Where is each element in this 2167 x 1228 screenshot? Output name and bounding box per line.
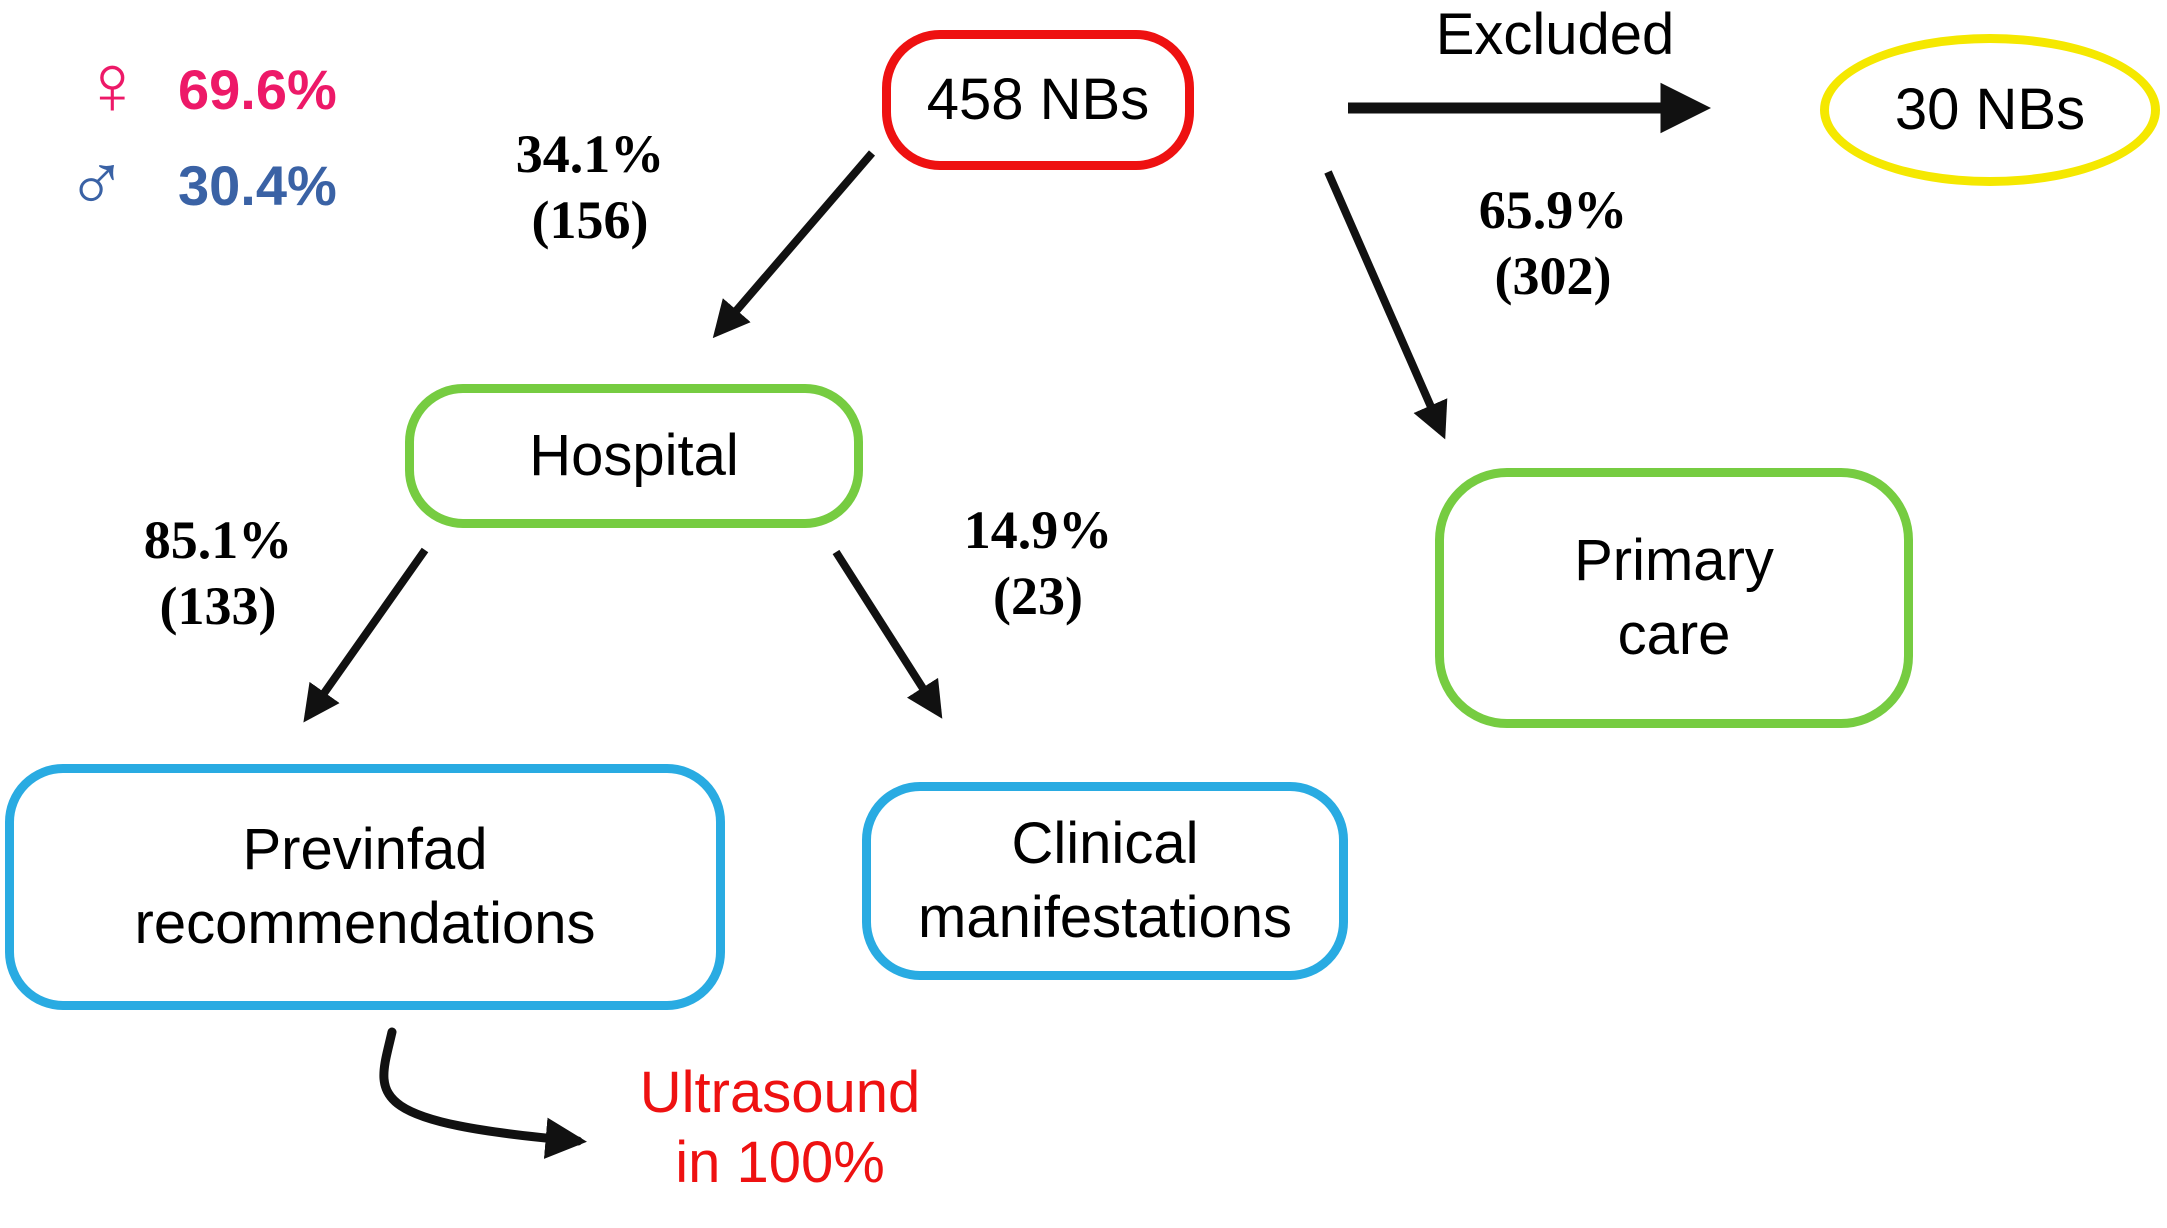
edge-label-to-primary: 65.9% (302) bbox=[1423, 178, 1683, 310]
edge-label-to-hospital: 34.1% (156) bbox=[460, 122, 720, 254]
to-clinical-count: (23) bbox=[993, 565, 1083, 626]
node-previnfad-recommendations: Previnfad recommendations bbox=[5, 764, 725, 1010]
node-total-label: 458 NBs bbox=[926, 66, 1150, 132]
edge-label-to-clinical: 14.9% (23) bbox=[908, 498, 1168, 630]
node-previnfad-line2: recommendations bbox=[134, 891, 596, 956]
male-icon: ♂ bbox=[66, 135, 128, 226]
node-excluded-newborns: 30 NBs bbox=[1820, 34, 2160, 186]
to-clinical-percent: 14.9% bbox=[963, 500, 1113, 560]
arrow-hospital-to-clinical bbox=[832, 549, 943, 719]
node-excluded-label: 30 NBs bbox=[1894, 76, 2086, 142]
to-previnfad-percent: 85.1% bbox=[143, 510, 293, 570]
to-hospital-percent: 34.1% bbox=[515, 124, 665, 184]
node-primary-care: Primary care bbox=[1435, 468, 1913, 728]
female-percentage: 69.6% bbox=[178, 58, 337, 121]
to-previnfad-count: (133) bbox=[159, 575, 277, 636]
edge-label-to-previnfad: 85.1% (133) bbox=[88, 508, 348, 640]
edge-label-excluded: Excluded bbox=[1435, 2, 1675, 67]
node-clinical-line1: Clinical bbox=[1011, 810, 1199, 876]
node-clinical-manifestations: Clinical manifestations bbox=[862, 782, 1348, 980]
to-primary-percent: 65.9% bbox=[1478, 180, 1628, 240]
node-total-newborns: 458 NBs bbox=[882, 30, 1194, 170]
male-percentage: 30.4% bbox=[178, 154, 337, 217]
node-primary-care-line1: Primary bbox=[1574, 527, 1774, 593]
node-primary-care-line2: care bbox=[1617, 602, 1731, 667]
node-previnfad-line1: Previnfad bbox=[242, 816, 488, 882]
arrow-total-to-hospital bbox=[712, 150, 876, 339]
ultrasound-note-line1: Ultrasound bbox=[639, 1060, 921, 1125]
node-clinical-line2: manifestations bbox=[918, 885, 1292, 950]
female-icon: ♀ bbox=[80, 37, 145, 133]
arrow-total-to-primary bbox=[1324, 170, 1448, 440]
ultrasound-note: Ultrasound in 100% bbox=[570, 1058, 990, 1197]
arrow-previnfad-to-ultrasound bbox=[379, 1027, 587, 1159]
arrow-hospital-to-previnfad bbox=[303, 547, 429, 723]
to-primary-count: (302) bbox=[1494, 245, 1612, 306]
ultrasound-note-line2: in 100% bbox=[675, 1129, 885, 1195]
node-hospital-label: Hospital bbox=[529, 422, 739, 488]
to-hospital-count: (156) bbox=[531, 189, 649, 250]
node-hospital: Hospital bbox=[405, 384, 863, 528]
